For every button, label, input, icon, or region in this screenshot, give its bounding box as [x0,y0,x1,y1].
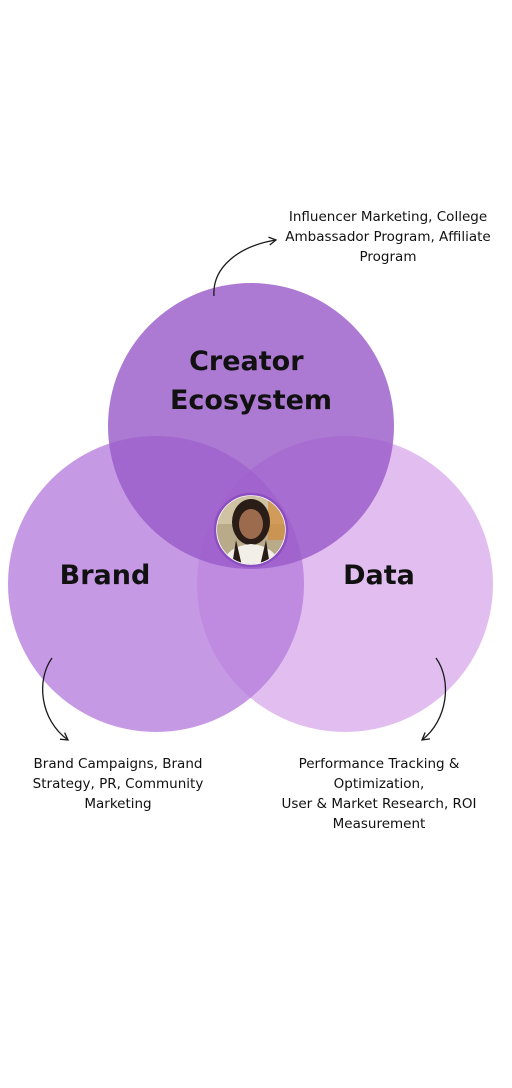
data-description: Performance Tracking & Optimization, Use… [266,754,492,834]
data-arrow [420,657,447,741]
creator-ecosystem-circle [108,283,394,569]
note-line: Performance Tracking & [298,756,460,772]
note-line: Influencer Marketing, College [288,209,488,225]
creator-label-line-2: Ecosystem [170,385,332,416]
note-line: Brand Campaigns, Brand [33,756,203,772]
creator-arrow [213,236,278,297]
profile-photo-avatar [213,492,289,568]
brand-label: Brand [60,560,151,591]
note-line: Optimization, [333,776,425,792]
brand-description: Brand Campaigns, Brand Strategy, PR, Com… [8,754,228,814]
creator-ecosystem-label: Creator Ecosystem [170,346,332,416]
note-line: Program [359,249,417,265]
data-label: Data [343,560,415,591]
note-line: User & Market Research, ROI [281,796,477,812]
note-line: Marketing [84,796,152,812]
creator-label-line-1: Creator [189,346,304,377]
note-line: Strategy, PR, Community [32,776,204,792]
note-line: Ambassador Program, Affiliate [285,229,491,245]
brand-arrow [42,657,70,741]
creator-ecosystem-description: Influencer Marketing, College Ambassador… [268,207,508,267]
note-line: Measurement [332,816,426,832]
